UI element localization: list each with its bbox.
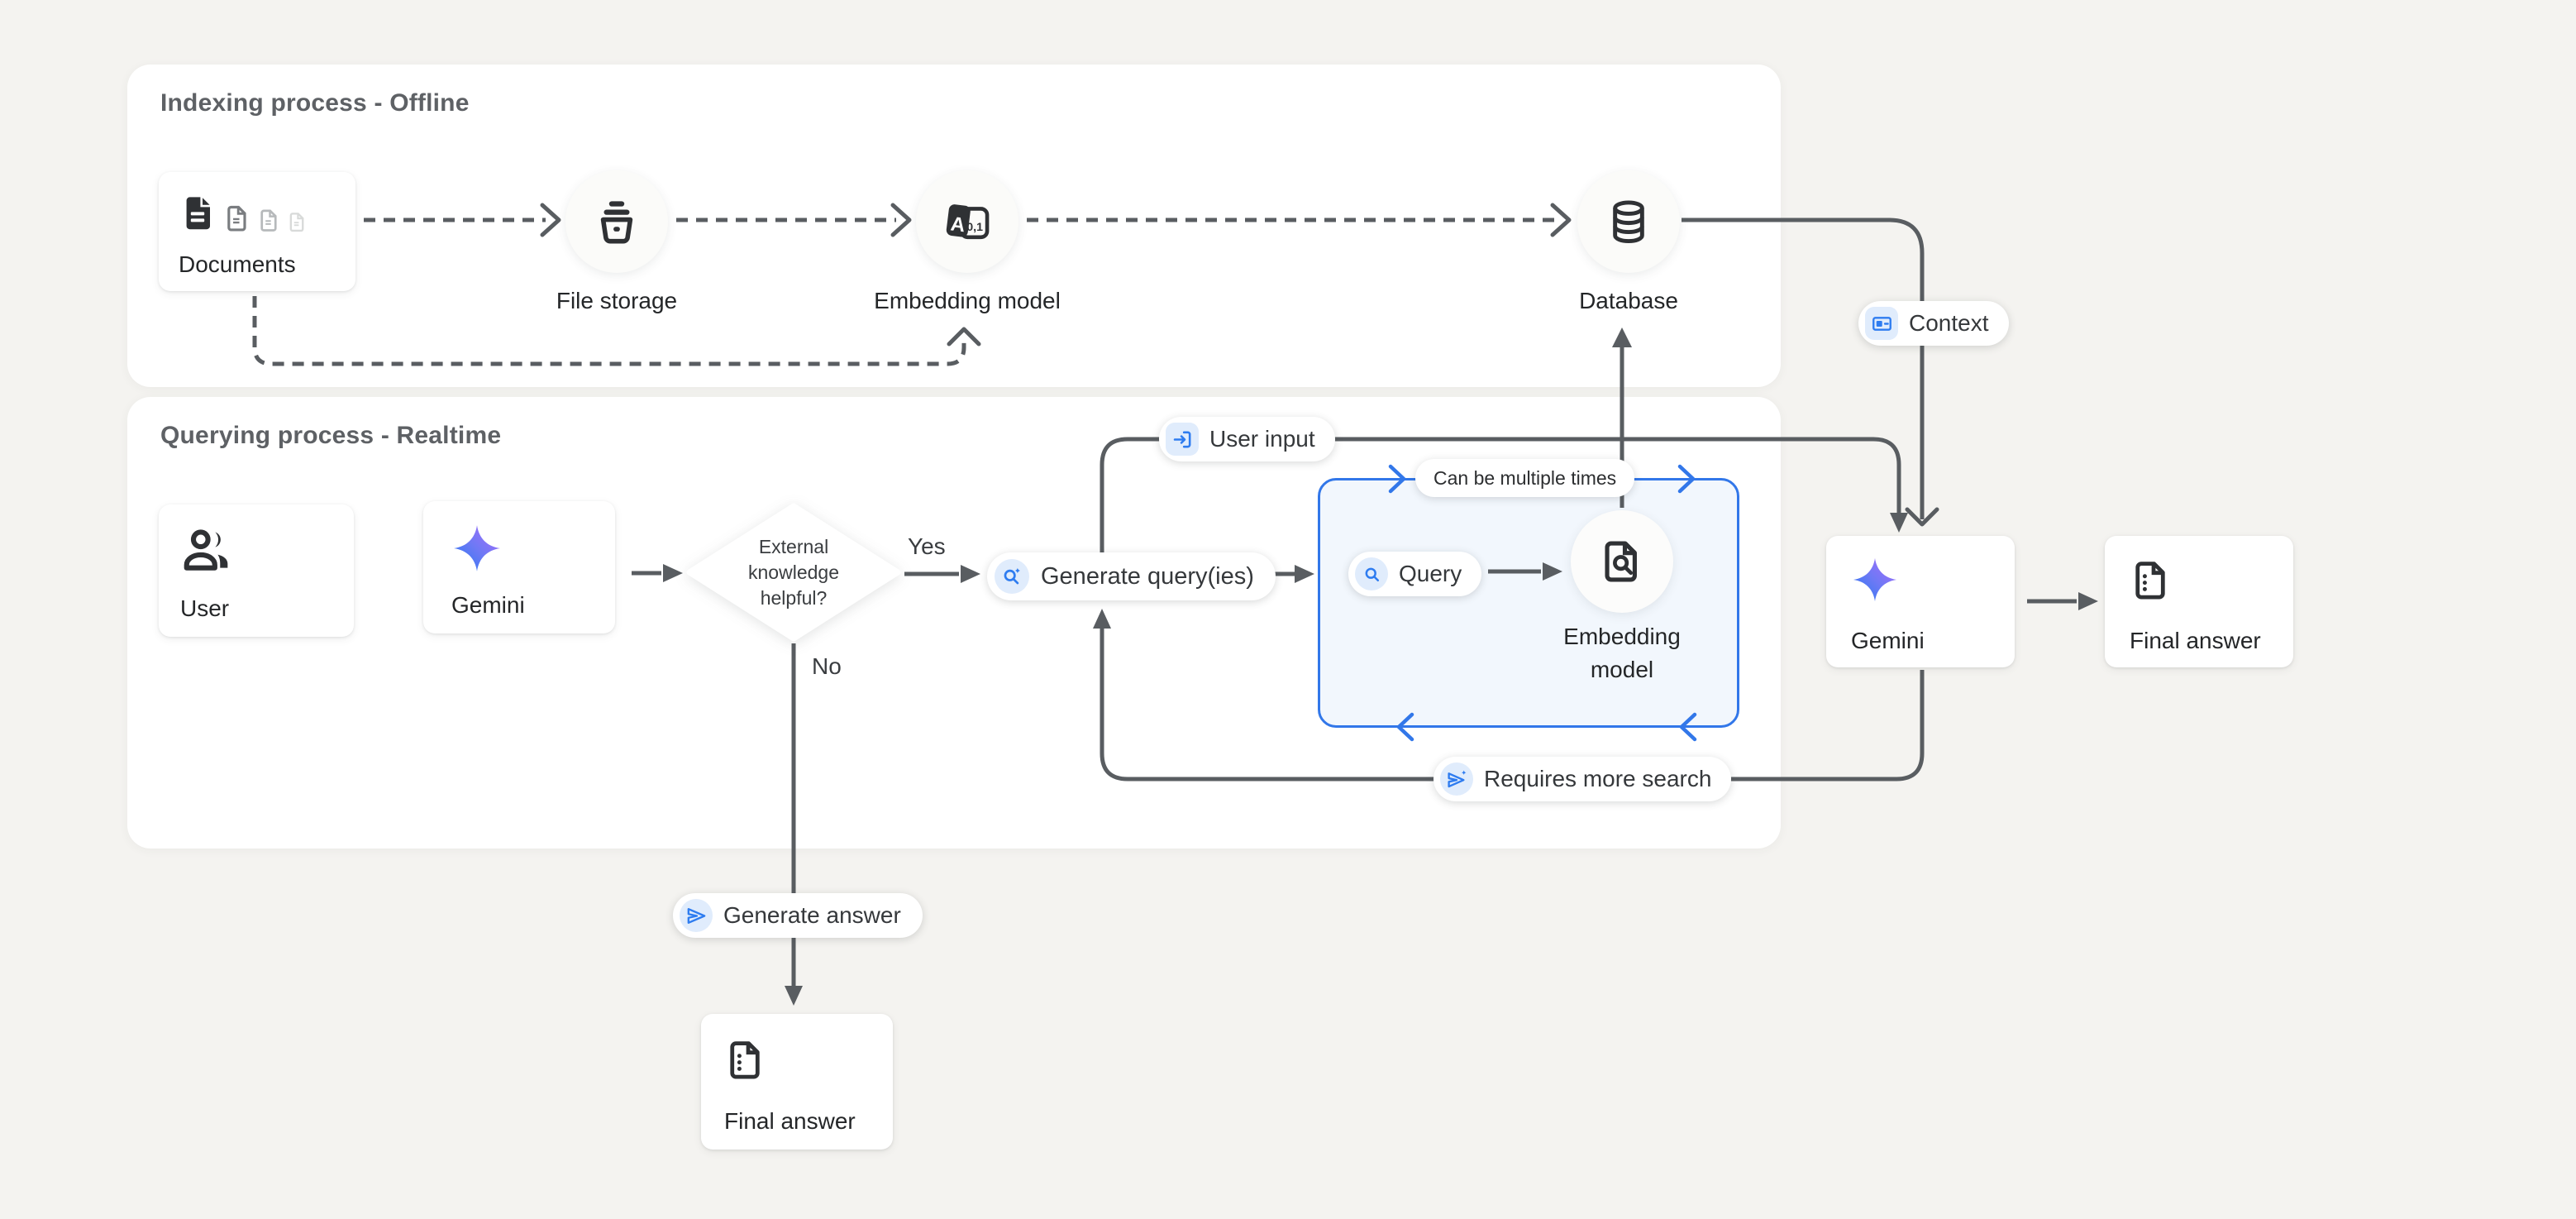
arrowhead-into-final-right [2078,592,2098,610]
search-sparkle-chip [995,559,1029,594]
query-label: Query [1399,561,1462,586]
edge-documents-loop-to-embedding [252,296,966,366]
final-answer-bottom-label: Final answer [724,1108,856,1134]
yes-edge-label: Yes [908,533,946,559]
storage-bucket-icon [600,201,633,244]
arrowhead-into-loop-box [1295,565,1314,583]
document-icon [186,197,210,230]
gemini-left-label: Gemini [451,592,525,618]
send-icon [687,907,705,924]
edge-database-to-gemini-context [1682,218,1925,519]
login-input-icon [1173,431,1190,447]
send-sparkle-icon [1447,769,1466,787]
embedding-model-label: Embedding model [874,288,1061,313]
arrowhead-user-input-into-gemini [1890,513,1908,533]
arrowhead-into-final-bottom [785,986,803,1006]
can-be-multiple-times-badge: Can be multiple times [1415,459,1635,497]
svg-text:A: A [949,213,966,237]
arrowhead-into-generate-query [961,565,980,583]
generate-answer-label: Generate answer [723,902,901,928]
search-sparkle-icon [1004,567,1021,585]
people-icon [184,529,228,571]
user-box: User [159,504,354,637]
requires-more-search-label: Requires more search [1484,766,1712,791]
query-pill: Query [1348,552,1482,596]
arrowhead-into-embedding2 [1543,562,1562,581]
panel-querying-title: Querying process - Realtime [160,422,502,449]
context-card-icon [1872,316,1891,331]
documents-box: Documents [159,172,355,291]
text-to-numbers-icon: 0,1 A [946,203,990,239]
final-answer-bottom-box: Final answer [701,1014,893,1150]
document-icon [730,1041,760,1079]
panel-indexing-title: Indexing process - Offline [160,89,470,117]
gemini-star-icon [1853,557,1897,602]
document-icon [2135,562,2165,600]
context-card-chip [1865,307,1898,340]
gemini-star-icon [454,525,500,571]
file-storage-label: File storage [556,288,678,313]
decision-text: External knowledge helpful? [748,535,839,609]
arrowhead-file-storage [540,203,561,237]
generate-query-pill: Generate query(ies) [987,552,1276,600]
svg-text:0,1: 0,1 [966,221,983,234]
document-search-icon [1605,541,1637,582]
ghost-document-icon [289,213,304,232]
arrowhead-database-dashed [1550,203,1572,237]
final-answer-right-label: Final answer [2130,628,2261,653]
arrowhead-context-down [1905,507,1939,527]
ghost-document-icon [260,209,277,232]
embedding-model-realtime-label: Embedding model [1563,624,1681,682]
loop-arrow-bottom-left [1396,712,1414,742]
arrowhead-loop-up [947,327,981,347]
search-icon [1365,567,1379,581]
gemini-box-left: Gemini [423,501,615,633]
loop-arrow-top-right [1677,464,1696,494]
can-be-multiple-times-label: Can be multiple times [1433,466,1617,489]
user-input-badge: User input [1159,417,1335,461]
no-edge-label: No [812,653,842,679]
generate-answer-badge: Generate answer [673,893,923,938]
search-chip [1355,557,1388,590]
retrieval-loop-box [1318,478,1739,728]
send-chip [680,899,713,932]
arrowhead-into-decision [663,564,683,582]
user-label: User [180,595,230,621]
loop-arrow-top-left [1388,464,1406,494]
documents-stack-icon [179,192,308,235]
embedding-model-realtime-circle [1571,510,1673,613]
database-icon [1613,200,1644,244]
documents-label: Documents [179,251,296,277]
context-badge: Context [1858,301,2009,346]
gemini-right-label: Gemini [1851,628,1925,653]
loop-arrow-bottom-right [1679,712,1697,742]
context-label: Context [1909,310,1989,336]
edge-user-input-to-gemini-right [1100,437,1901,556]
requires-more-search-badge: Requires more search [1433,757,1732,801]
user-input-label: User input [1209,426,1315,452]
arrowhead-embedding [890,203,912,237]
send-sparkle-chip [1440,762,1473,796]
arrowhead-loop-into-generate-query [1093,609,1111,629]
login-input-chip [1166,423,1199,456]
database-label: Database [1579,288,1678,313]
embedding-model-circle: 0,1 A [916,170,1018,273]
final-answer-right-box: Final answer [2105,536,2293,667]
ghost-document-icon [227,205,246,232]
database-circle [1577,170,1680,273]
decision-diamond: External knowledge helpful? [686,503,901,642]
file-storage-circle [565,170,668,273]
gemini-box-right: Gemini [1826,536,2015,667]
generate-query-label: Generate query(ies) [1041,562,1254,590]
arrowhead-into-database [1612,327,1632,347]
